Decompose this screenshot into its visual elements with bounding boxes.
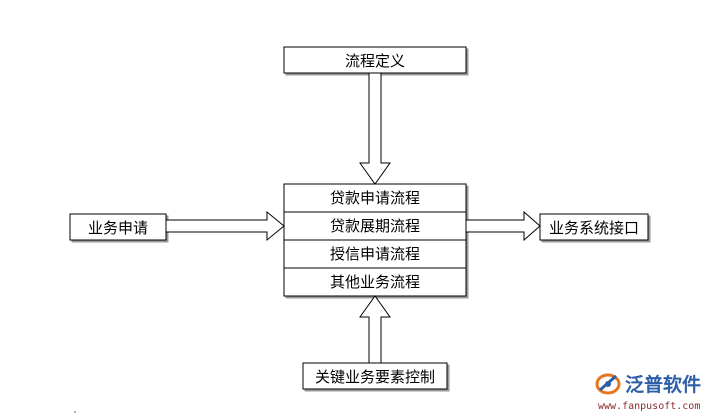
business-system-interface-label: 业务系统接口 bbox=[549, 219, 639, 237]
fanpu-url-text: www.fanpusoft.com bbox=[598, 401, 700, 412]
fanpu-logo-watermark: 泛普软件 www.fanpusoft.com bbox=[595, 373, 701, 412]
process-definition-box: 流程定义 bbox=[283, 46, 467, 74]
stray-dot bbox=[74, 411, 76, 413]
fanpu-logo-icon bbox=[595, 373, 621, 395]
stack-row-other-business: 其他业务流程 bbox=[330, 273, 420, 291]
process-stack: 贷款申请流程 贷款展期流程 授信申请流程 其他业务流程 bbox=[283, 183, 467, 297]
fanpu-brand-text: 泛普软件 bbox=[625, 373, 701, 396]
arrow-up-into-stack bbox=[359, 295, 391, 364]
business-application-label: 业务申请 bbox=[88, 219, 148, 237]
stack-row-loan-extension: 贷款展期流程 bbox=[330, 217, 420, 235]
arrow-right-out-of-stack bbox=[465, 210, 541, 242]
business-system-interface-box: 业务系统接口 bbox=[539, 213, 649, 241]
key-element-control-label: 关键业务要素控制 bbox=[315, 368, 435, 386]
business-application-box: 业务申请 bbox=[69, 213, 167, 241]
arrow-down-into-stack bbox=[359, 72, 391, 185]
stack-row-credit-application: 授信申请流程 bbox=[330, 245, 420, 263]
key-element-control-box: 关键业务要素控制 bbox=[302, 362, 448, 390]
process-definition-label: 流程定义 bbox=[345, 52, 405, 70]
stack-row-loan-application: 贷款申请流程 bbox=[330, 189, 420, 207]
arrow-right-into-stack bbox=[165, 210, 285, 242]
